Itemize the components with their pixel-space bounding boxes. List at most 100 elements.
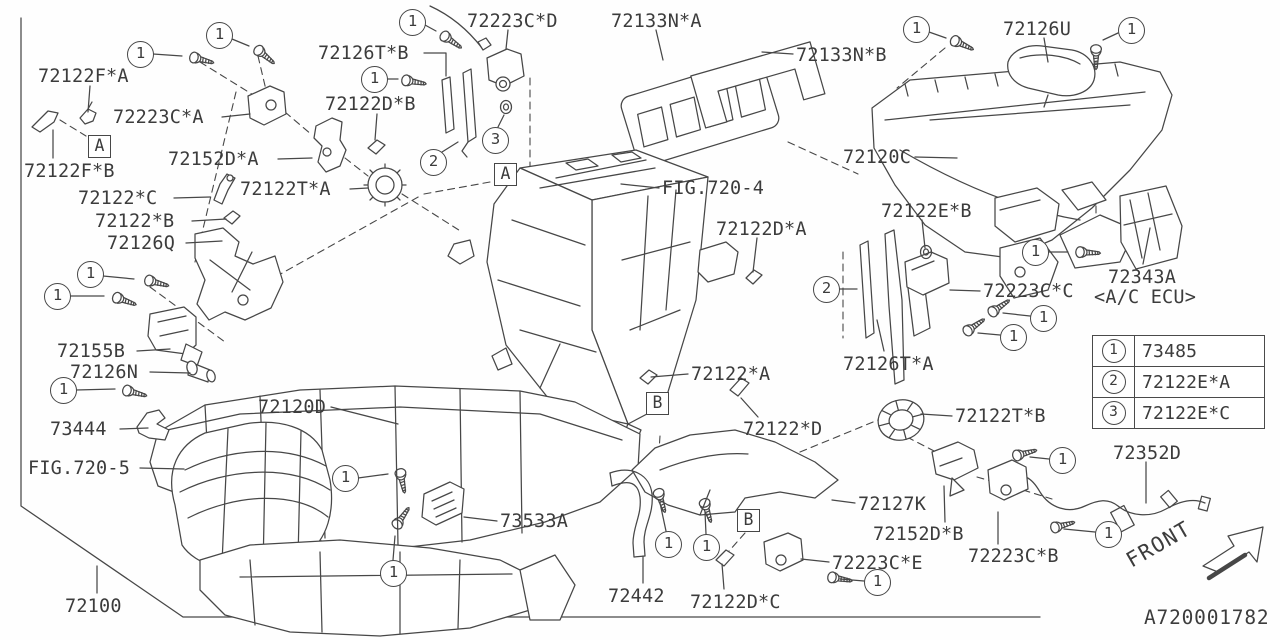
leader-line bbox=[659, 502, 667, 532]
leader-line bbox=[357, 473, 389, 479]
duct-72126U-art bbox=[1007, 44, 1096, 108]
part-number-label: 72223C*C bbox=[983, 281, 1074, 302]
page-border bbox=[20, 17, 1041, 618]
part-number-label: 72223C*B bbox=[968, 546, 1059, 567]
figure-id-label: A720001782 bbox=[1144, 606, 1270, 629]
leader-line bbox=[497, 114, 505, 128]
section-marker: B bbox=[737, 509, 760, 532]
leader-line bbox=[277, 157, 313, 160]
leader-line bbox=[1063, 528, 1096, 533]
leader-line bbox=[87, 85, 91, 113]
part-number-label: 72152D*B bbox=[873, 524, 964, 545]
leader-line bbox=[839, 578, 865, 582]
leader-line bbox=[441, 141, 459, 153]
part-number-label: <A/C ECU> bbox=[1094, 287, 1197, 308]
part-number-label: 72122F*B bbox=[24, 161, 115, 182]
callout-number: 1 bbox=[655, 531, 682, 558]
part-number-label: 72152D*A bbox=[168, 149, 259, 170]
callout-number: 1 bbox=[332, 465, 359, 492]
front-arrow-icon bbox=[1202, 526, 1264, 581]
callout-number: 1 bbox=[77, 261, 104, 288]
part-number-label: 72352D bbox=[1113, 443, 1182, 464]
leader-line bbox=[463, 516, 498, 522]
leader-line bbox=[1029, 456, 1050, 460]
legend-callout-symbol: 2 bbox=[1101, 370, 1126, 394]
callout-number: 1 bbox=[50, 377, 77, 404]
small-parts-art bbox=[31, 5, 1029, 572]
leader-line bbox=[761, 51, 794, 55]
leader-line bbox=[752, 237, 758, 273]
leader-line bbox=[349, 187, 369, 190]
heater-unit-fig720-4-art bbox=[447, 149, 739, 443]
leader-line bbox=[921, 219, 926, 249]
leader-line bbox=[740, 397, 759, 418]
leader-line bbox=[191, 218, 227, 222]
part-number-label: 72122*B bbox=[95, 211, 175, 232]
callout-number: 1 bbox=[1118, 17, 1145, 44]
part-number-label: 72122D*C bbox=[690, 592, 781, 613]
leader-line bbox=[139, 467, 185, 470]
section-marker: A bbox=[88, 135, 111, 158]
part-number-label: 72122D*A bbox=[716, 219, 807, 240]
leader-line bbox=[1043, 37, 1049, 63]
part-number-label: 72122*A bbox=[691, 364, 771, 385]
leader-line bbox=[505, 29, 509, 50]
callout-number: 1 bbox=[206, 22, 233, 49]
callout-number: 1 bbox=[864, 569, 891, 596]
leader-line bbox=[620, 183, 660, 189]
part-number-label: 72127K bbox=[858, 494, 927, 515]
section-marker: B bbox=[646, 392, 669, 415]
part-number-label: 72100 bbox=[65, 596, 122, 617]
leader-line bbox=[221, 113, 251, 118]
callout-number: 1 bbox=[127, 41, 154, 68]
leader-line bbox=[330, 406, 399, 425]
part-number-label: 72343A bbox=[1108, 267, 1177, 288]
leader-line bbox=[920, 413, 953, 417]
part-number-label: 72122F*A bbox=[38, 66, 129, 87]
upper-case-72120C-art bbox=[871, 61, 1173, 269]
leader-line bbox=[119, 427, 149, 430]
callout-number: 1 bbox=[903, 16, 930, 43]
leader-line bbox=[1002, 312, 1031, 317]
leader-line bbox=[721, 563, 725, 590]
part-number-label: 72126Q bbox=[107, 233, 176, 254]
part-number-label: 72122T*A bbox=[240, 179, 331, 200]
legend-part-number: 72122E*C bbox=[1142, 402, 1231, 424]
callout-number: 3 bbox=[482, 127, 509, 154]
callout-number: 2 bbox=[813, 276, 840, 303]
leader-line bbox=[136, 348, 171, 352]
leader-line bbox=[185, 240, 223, 244]
callout-number: 1 bbox=[44, 283, 71, 310]
part-number-label: 72223C*E bbox=[832, 553, 923, 574]
leader-line bbox=[173, 196, 211, 199]
callout-number: 1 bbox=[1049, 447, 1076, 474]
callout-number: 1 bbox=[693, 534, 720, 561]
callout-number: 1 bbox=[1000, 324, 1027, 351]
leader-line bbox=[231, 38, 250, 47]
leader-line bbox=[704, 511, 707, 535]
leader-line bbox=[943, 485, 946, 523]
leader-line bbox=[424, 24, 437, 32]
legend-part-number: 73485 bbox=[1142, 340, 1198, 362]
part-number-label: 72223C*D bbox=[467, 11, 558, 32]
bracket-72133NB-art bbox=[690, 41, 826, 129]
callout-number: 1 bbox=[399, 9, 426, 36]
leader-line bbox=[374, 113, 378, 141]
legend-callout-symbol: 1 bbox=[1101, 339, 1126, 363]
part-number-label: 72122D*B bbox=[325, 94, 416, 115]
part-number-label: 72120C bbox=[843, 147, 912, 168]
part-number-label: FIG.720-5 bbox=[28, 458, 131, 479]
leader-line bbox=[949, 289, 981, 292]
part-number-label: 72122*D bbox=[743, 419, 823, 440]
part-number-label: 72133N*B bbox=[796, 45, 887, 66]
part-number-label: 72126T*B bbox=[318, 43, 409, 64]
callout-number: 1 bbox=[361, 66, 388, 93]
legend-callout-symbol: 3 bbox=[1101, 401, 1126, 425]
leader-line bbox=[149, 371, 191, 374]
part-number-label: 72126N bbox=[70, 362, 139, 383]
leader-line bbox=[423, 52, 447, 77]
